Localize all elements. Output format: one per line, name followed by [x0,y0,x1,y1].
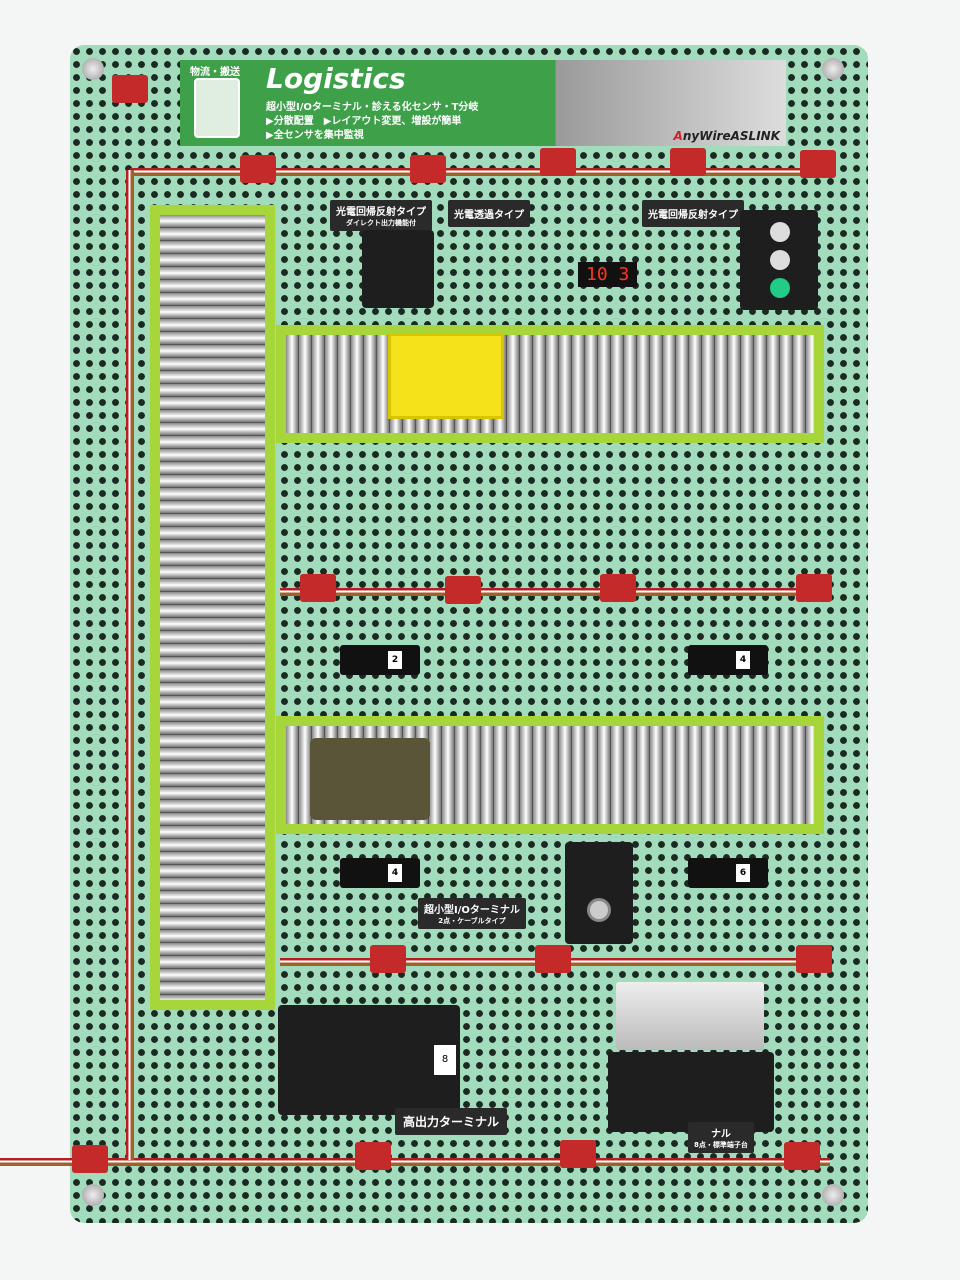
io-terminal: 4 [340,858,420,888]
olive-tote [310,738,430,820]
t-branch-connector [355,1142,391,1170]
t-branch-connector [410,155,446,183]
cable [280,588,830,596]
conveyor-icon [194,78,240,138]
t-branch-connector [112,75,148,103]
t-branch-connector [540,148,576,176]
cable [0,1158,830,1166]
banner-title: Logistics [266,62,406,95]
t-branch-connector [670,148,706,176]
brand-logo: AnyWireASLINK [673,129,780,143]
sensor-label: 光電回帰反射タイプ [642,200,744,227]
high-output-label: 高出力ターミナル [395,1108,508,1135]
t-branch-connector [370,945,406,973]
upper-conveyor [276,325,824,443]
t-branch-connector [800,150,836,178]
screw [82,1184,104,1206]
io-terminal: 4 [688,645,768,675]
t-branch-connector [535,945,571,973]
counter-display: 10 3 [578,262,638,287]
terminal-block [608,1052,774,1132]
io-terminal: 2 [340,645,420,675]
screw [822,1184,844,1206]
screw [82,58,104,80]
push-button-box [565,842,633,944]
cable [130,168,830,176]
cable [126,170,134,1160]
t-branch-connector [560,1140,596,1168]
t-branch-connector [600,574,636,602]
yellow-tote [388,333,504,419]
t-branch-connector [240,155,276,183]
sensor-label: 光電回帰反射タイプダイレクト出力機能付 [330,200,432,231]
logistics-banner: 物流・搬送 Logistics 超小型I/Oターミナル・診える化センサ・T分岐 … [180,60,786,146]
vertical-conveyor [150,205,275,1010]
io-terminal: 6 [688,858,768,888]
t-branch-connector [72,1145,108,1173]
t-branch-connector [445,576,481,604]
signal-tower [740,210,818,310]
banner-line: ▶分散配置 ▶レイアウト変更、増設が簡単 [266,116,462,127]
t-branch-connector [796,945,832,973]
banner-line: ▶全センサを集中監視 [266,130,364,141]
screw [822,58,844,80]
air-cylinder [616,982,764,1050]
t-branch-connector [300,574,336,602]
terminal-number: 8 [434,1045,456,1075]
banner-line: 超小型I/Oターミナル・診える化センサ・T分岐 [266,102,479,113]
sensor-label: 光電透過タイプ [448,200,530,227]
banner-category: 物流・搬送 [190,67,240,78]
t-branch-connector [784,1142,820,1170]
t-branch-connector [796,574,832,602]
high-output-terminal: 8 [278,1005,460,1115]
reflector [362,230,434,308]
